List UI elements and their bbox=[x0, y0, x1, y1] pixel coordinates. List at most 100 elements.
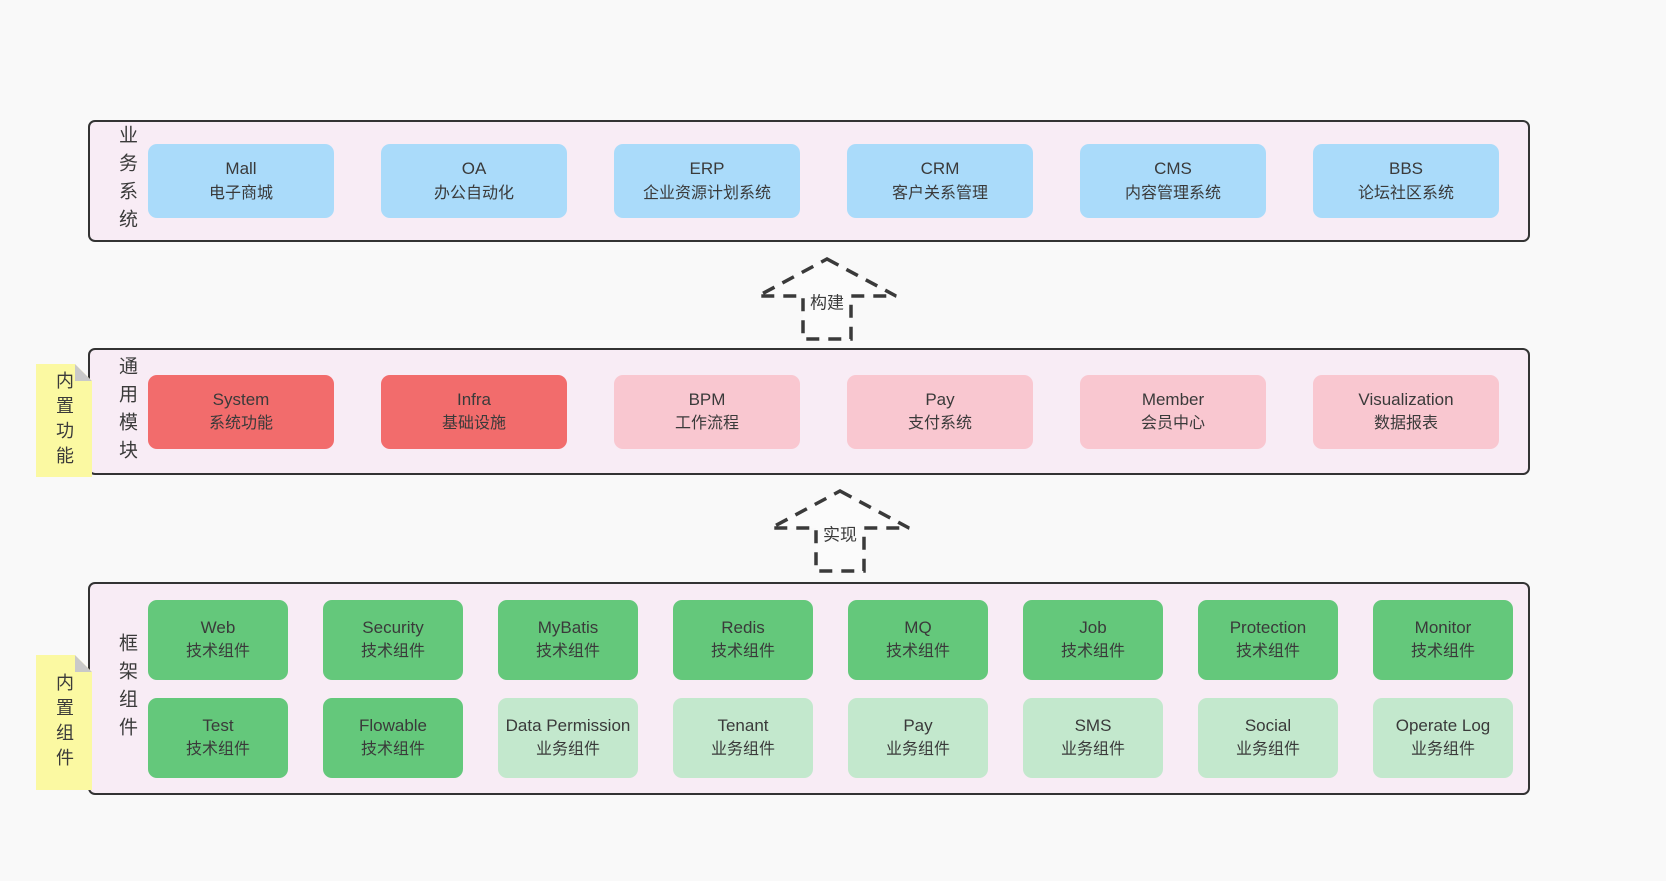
module-name: Social bbox=[1244, 715, 1292, 735]
module-box: MyBatis 技术组件 bbox=[498, 599, 638, 680]
business-systems-box-row: Mall 电子商城 OA 办公自动化 ERP 企业资源计划系统 CRM 客户关系管理 CMS 内容… bbox=[148, 144, 1528, 218]
module-box: OA 办公自动化 bbox=[381, 144, 567, 218]
module-box: Visualization 数据报表 bbox=[1313, 374, 1499, 449]
module-subtitle: 内容管理系统 bbox=[1124, 184, 1221, 202]
module-subtitle: 业务组件 bbox=[1235, 741, 1300, 759]
module-subtitle: 工作流程 bbox=[674, 415, 739, 433]
module-name: System bbox=[212, 389, 270, 409]
module-box: Member 会员中心 bbox=[1080, 374, 1266, 449]
module-subtitle: 业务组件 bbox=[710, 741, 775, 759]
build-arrow-up-icon: 构建 bbox=[754, 255, 900, 343]
module-subtitle: 基础设施 bbox=[441, 415, 506, 433]
module-name: MyBatis bbox=[537, 617, 599, 637]
module-name: BPM bbox=[688, 389, 726, 409]
module-box: System 系统功能 bbox=[148, 374, 334, 449]
implement-arrow-up-icon: 实现 bbox=[767, 487, 913, 575]
module-subtitle: 客户关系管理 bbox=[891, 184, 988, 202]
module-box: Social 业务组件 bbox=[1198, 697, 1338, 778]
module-name: Test bbox=[202, 715, 234, 735]
module-box: Mall 电子商城 bbox=[148, 144, 334, 218]
module-name: OA bbox=[461, 159, 487, 179]
module-subtitle: 技术组件 bbox=[360, 643, 425, 661]
module-subtitle: 论坛社区系统 bbox=[1357, 184, 1454, 202]
sticky-note-label: 内置功能 bbox=[54, 370, 74, 471]
module-name: CRM bbox=[920, 159, 960, 179]
module-box: Flowable 技术组件 bbox=[323, 697, 463, 778]
module-subtitle: 支付系统 bbox=[907, 415, 972, 433]
module-box: ERP 企业资源计划系统 bbox=[614, 144, 800, 218]
module-name: Pay bbox=[903, 715, 933, 735]
build-arrow-label: 构建 bbox=[807, 287, 847, 315]
common-modules-box-row: System 系统功能 Infra 基础设施 BPM 工作流程 Pay 支付系统 Member 会… bbox=[148, 374, 1528, 449]
module-name: ERP bbox=[689, 159, 725, 179]
module-box: CMS 内容管理系统 bbox=[1080, 144, 1266, 218]
module-name: Pay bbox=[925, 389, 955, 409]
module-box: Job 技术组件 bbox=[1023, 599, 1163, 680]
module-subtitle: 会员中心 bbox=[1140, 415, 1205, 433]
implement-arrow-label: 实现 bbox=[820, 519, 860, 547]
sticky-note-built-in-features: 内置功能 bbox=[36, 364, 92, 477]
sticky-note-label: 内置组件 bbox=[54, 672, 74, 773]
module-subtitle: 业务组件 bbox=[885, 741, 950, 759]
module-subtitle: 技术组件 bbox=[185, 643, 250, 661]
module-subtitle: 技术组件 bbox=[1410, 643, 1475, 661]
module-subtitle: 办公自动化 bbox=[433, 184, 514, 202]
sticky-note-built-in-components: 内置组件 bbox=[36, 655, 92, 790]
module-box: Web 技术组件 bbox=[148, 599, 288, 680]
module-subtitle: 系统功能 bbox=[208, 415, 273, 433]
module-box: Monitor 技术组件 bbox=[1373, 599, 1513, 680]
module-box: Tenant 业务组件 bbox=[673, 697, 813, 778]
module-name: BBS bbox=[1388, 159, 1424, 179]
module-subtitle: 企业资源计划系统 bbox=[642, 184, 771, 202]
module-subtitle: 技术组件 bbox=[1235, 643, 1300, 661]
module-name: CMS bbox=[1154, 159, 1192, 179]
module-name: Mall bbox=[225, 159, 257, 179]
module-box: Test 技术组件 bbox=[148, 697, 288, 778]
module-name: SMS bbox=[1074, 715, 1112, 735]
module-box: Operate Log 业务组件 bbox=[1373, 697, 1513, 778]
module-box: Security 技术组件 bbox=[323, 599, 463, 680]
module-name: Visualization bbox=[1358, 389, 1454, 409]
module-name: Data Permission bbox=[505, 715, 631, 735]
module-name: Redis bbox=[721, 617, 765, 637]
module-name: Tenant bbox=[717, 715, 769, 735]
module-box: CRM 客户关系管理 bbox=[847, 144, 1033, 218]
module-box: Protection 技术组件 bbox=[1198, 599, 1338, 680]
module-name: Job bbox=[1079, 617, 1107, 637]
module-subtitle: 技术组件 bbox=[1060, 643, 1125, 661]
module-subtitle: 数据报表 bbox=[1373, 415, 1438, 433]
module-subtitle: 业务组件 bbox=[1410, 741, 1475, 759]
module-box: BPM 工作流程 bbox=[614, 374, 800, 449]
module-name: MQ bbox=[904, 617, 932, 637]
module-subtitle: 技术组件 bbox=[185, 741, 250, 759]
module-box: Pay 支付系统 bbox=[847, 374, 1033, 449]
module-name: Member bbox=[1141, 389, 1205, 409]
module-subtitle: 业务组件 bbox=[1060, 741, 1125, 759]
module-name: Flowable bbox=[358, 715, 428, 735]
module-subtitle: 电子商城 bbox=[208, 184, 273, 202]
module-box: MQ 技术组件 bbox=[848, 599, 988, 680]
module-subtitle: 技术组件 bbox=[360, 741, 425, 759]
module-box: Data Permission 业务组件 bbox=[498, 697, 638, 778]
module-subtitle: 业务组件 bbox=[535, 741, 600, 759]
module-box: SMS 业务组件 bbox=[1023, 697, 1163, 778]
module-name: Monitor bbox=[1414, 617, 1472, 637]
layer-business-systems: 业务系统 Mall 电子商城 OA 办公自动化 ERP 企业资源计划系统 CRM 客户关系管理… bbox=[88, 120, 1530, 242]
layer-label-business-systems: 业务系统 bbox=[116, 125, 137, 237]
module-box: Pay 业务组件 bbox=[848, 697, 988, 778]
module-box: Infra 基础设施 bbox=[381, 374, 567, 449]
layer-label-common-modules: 通用模块 bbox=[116, 355, 137, 468]
module-subtitle: 技术组件 bbox=[535, 643, 600, 661]
module-name: Operate Log bbox=[1395, 715, 1491, 735]
module-subtitle: 技术组件 bbox=[710, 643, 775, 661]
module-subtitle: 技术组件 bbox=[885, 643, 950, 661]
module-name: Protection bbox=[1229, 617, 1307, 637]
module-name: Security bbox=[362, 617, 424, 637]
layer-common-modules: 通用模块 System 系统功能 Infra 基础设施 BPM 工作流程 Pay 支付系统 Me… bbox=[88, 348, 1530, 475]
module-box: Redis 技术组件 bbox=[673, 599, 813, 680]
module-name: Infra bbox=[456, 389, 492, 409]
module-name: Web bbox=[200, 617, 236, 637]
